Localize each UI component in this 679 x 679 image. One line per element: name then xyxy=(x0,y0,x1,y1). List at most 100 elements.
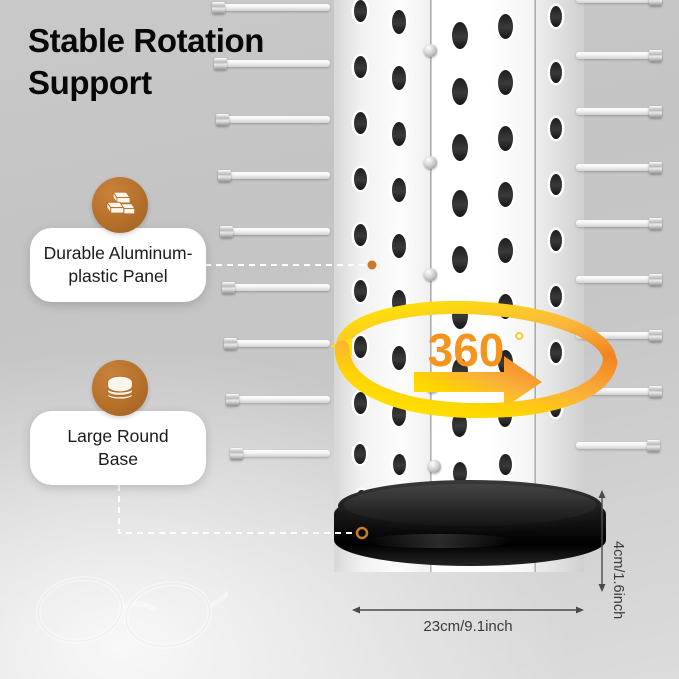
panel-slot xyxy=(392,122,406,146)
peg-knob xyxy=(214,57,227,70)
peg-knob xyxy=(649,273,662,286)
peg-knob xyxy=(649,329,662,342)
peg-knob xyxy=(222,281,235,294)
panel-slot xyxy=(354,168,367,190)
panel-slot xyxy=(452,412,467,437)
panel-slot xyxy=(498,238,513,263)
rotation-degree-value: 360 xyxy=(428,324,505,376)
page-title: Stable Rotation Support xyxy=(28,20,358,103)
panel-slot xyxy=(498,182,513,207)
panel-slot xyxy=(550,62,562,83)
panel-slot xyxy=(550,286,562,307)
peg xyxy=(220,225,330,238)
panel-slot xyxy=(452,22,468,49)
dimension-height: 4cm/1.6inch xyxy=(596,490,626,619)
peg-knob xyxy=(226,393,239,406)
rotation-arrow-graphic: 360 ° xyxy=(318,300,628,440)
dimension-diameter: 23cm/9.1inch xyxy=(352,604,584,635)
panel-seam xyxy=(534,0,536,572)
panel-slot xyxy=(354,280,367,302)
peg xyxy=(576,329,662,342)
panel-slot xyxy=(499,454,512,475)
title-line-2: Support xyxy=(28,63,152,101)
peg xyxy=(576,105,662,118)
panel-slot xyxy=(354,444,366,464)
peg xyxy=(230,447,330,460)
dimension-height-label: 4cm/1.6inch xyxy=(610,541,626,620)
panel-slot xyxy=(354,392,367,414)
panel-slot xyxy=(452,134,468,161)
peg xyxy=(216,113,330,126)
base-highlight xyxy=(364,534,514,548)
callout-card-aluminum-panel: Durable Aluminum- plastic Panel xyxy=(30,228,206,302)
screw xyxy=(424,156,437,169)
panel-slot xyxy=(392,346,406,370)
peg-knob xyxy=(649,49,662,62)
peg-knob xyxy=(649,105,662,118)
peg-knob xyxy=(649,161,662,174)
badge-aluminum-ingots xyxy=(92,177,148,233)
peg-knob xyxy=(649,0,662,6)
panel-slot xyxy=(354,224,367,246)
tower-panel-left xyxy=(334,0,430,572)
panel-slot xyxy=(498,70,513,95)
round-base xyxy=(334,480,606,588)
panel-slot xyxy=(550,6,562,27)
peg xyxy=(218,169,330,182)
panel-slot xyxy=(498,14,513,39)
panel-slot xyxy=(393,454,406,475)
peg-knob xyxy=(649,217,662,230)
panel-slot xyxy=(452,190,468,217)
panel-slot xyxy=(354,336,367,358)
panel-slot xyxy=(392,178,406,202)
panel-slot xyxy=(452,246,468,273)
peg-knob xyxy=(216,113,229,126)
screw xyxy=(428,460,441,473)
panel-slot xyxy=(452,78,468,105)
screw xyxy=(424,44,437,57)
peg xyxy=(212,1,330,14)
ghost-glasses-decoration xyxy=(18,548,231,668)
peg xyxy=(576,0,662,6)
peg-knob xyxy=(218,169,231,182)
panel-slot xyxy=(354,56,367,78)
aluminum-ingots-icon xyxy=(103,186,137,225)
peg-knob xyxy=(649,385,662,398)
title-line-1: Stable Rotation xyxy=(28,22,265,59)
peg xyxy=(576,161,662,174)
peg-knob xyxy=(647,439,660,452)
screw xyxy=(424,268,437,281)
panel-slot xyxy=(550,174,562,195)
peg xyxy=(226,393,330,406)
panel-slot xyxy=(550,118,562,139)
tower-panel-center xyxy=(431,0,535,572)
panel-slot xyxy=(498,126,513,151)
callout-card-round-base: Large Round Base xyxy=(30,411,206,485)
peg xyxy=(224,337,330,350)
panel-slot xyxy=(354,112,367,134)
panel-slot xyxy=(354,0,367,22)
badge-round-base xyxy=(92,360,148,416)
peg-knob xyxy=(224,337,237,350)
peg-knob xyxy=(212,1,225,14)
peg xyxy=(222,281,330,294)
panel-slot xyxy=(453,462,467,484)
degree-symbol: ° xyxy=(514,326,524,356)
callout-label-line-2: plastic Panel xyxy=(68,266,168,286)
panel-slot xyxy=(550,230,562,251)
peg xyxy=(214,57,330,70)
callout-label-line-1: Large Round xyxy=(67,425,169,446)
callout-label-line-2: Base xyxy=(98,449,138,469)
callout-label-line-1: Durable Aluminum- xyxy=(43,242,193,263)
peg xyxy=(576,385,662,398)
round-base-stack-icon xyxy=(103,369,137,408)
peg-knob xyxy=(220,225,233,238)
base-rim xyxy=(344,484,596,526)
panel-slot xyxy=(392,10,406,34)
peg xyxy=(576,217,662,230)
peg xyxy=(576,49,662,62)
dimension-diameter-label: 23cm/9.1inch xyxy=(423,618,513,635)
panel-seam xyxy=(430,0,432,572)
product-tower xyxy=(212,0,662,572)
